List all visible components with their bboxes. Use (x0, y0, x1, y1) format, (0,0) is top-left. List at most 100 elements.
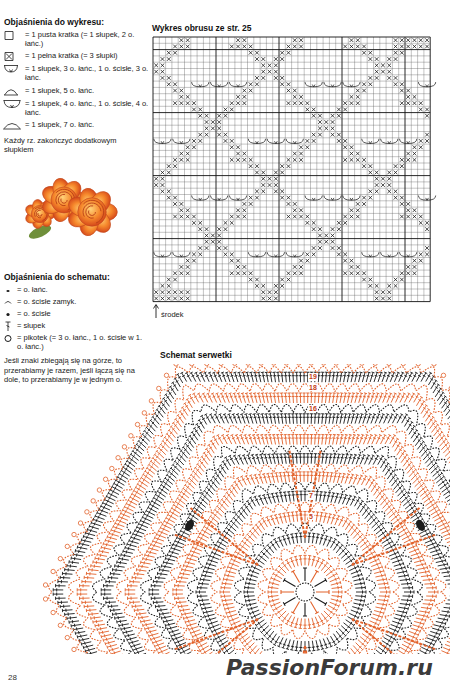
grid-lines (153, 37, 430, 302)
picot-symbol (65, 544, 69, 548)
filled-cell-marks (154, 38, 429, 300)
stitch-row (268, 555, 342, 628)
stitch-row (196, 491, 414, 654)
radial-fans (174, 450, 436, 654)
picot-symbol (72, 532, 76, 536)
rose (65, 186, 117, 237)
legend-item: = 1 słupek, 3 o. łańc., 1 o. ścisłe, 3 o… (3, 64, 149, 82)
legend-text: = 1 słupek, 5 o. łańc. (25, 86, 149, 95)
chain-row (234, 523, 375, 654)
row-number: 5 (308, 513, 314, 521)
symbol-stroke (5, 32, 13, 40)
legend-text: = 1 słupek, 7 o. łańc. (25, 120, 149, 129)
picot-symbol (103, 477, 107, 481)
legend-item: = o. ścisłe zamyk. (3, 297, 147, 306)
chain-row (188, 482, 423, 654)
picot-symbol (91, 499, 95, 503)
center-stitch (291, 602, 299, 614)
picot-symbol (116, 456, 120, 460)
center-stitch (311, 570, 319, 582)
legend-item: = 1 słupek, 4 o. łańc., 1 o. ścisłe, 4 o… (3, 99, 149, 117)
legend-symbol (3, 30, 23, 41)
center-stitch (281, 590, 294, 594)
picot-symbol (190, 364, 194, 366)
picot-symbol (272, 364, 276, 365)
chain-row (93, 404, 450, 654)
rose-fold (36, 210, 41, 218)
center-stitch (315, 578, 327, 586)
picot-symbol (58, 556, 62, 560)
rose-fold (58, 194, 65, 205)
symbol-stroke (4, 66, 18, 73)
arch-marks (154, 82, 436, 257)
center-stitch (315, 598, 327, 606)
rose-fold (83, 203, 101, 217)
symbol-stroke (4, 100, 21, 107)
rose-photo (24, 177, 118, 242)
center-label: środek (161, 310, 241, 319)
chart-title: Wykres obrusu ze str. 25 (152, 23, 437, 33)
center-stitch (303, 603, 307, 616)
picot-symbol (309, 364, 313, 365)
center-stitch (311, 602, 319, 614)
legend-text: = 1 pełna kratka (= 3 słupki) (25, 51, 149, 60)
legend-symbol (3, 99, 23, 110)
popcorn-stitch (183, 518, 196, 532)
symbol-dot (6, 290, 9, 292)
legend-item: = 1 słupek, 5 o. łańc. (3, 86, 149, 95)
edge-scallops (49, 366, 450, 654)
row-number: 16 (308, 405, 318, 413)
center-stitch (303, 568, 307, 581)
rose-core (78, 198, 107, 227)
picot-symbol (43, 583, 47, 587)
legend-symbol (3, 120, 23, 131)
picot-symbol (259, 364, 263, 365)
picot-symbol (416, 364, 420, 366)
picot-symbol (432, 364, 436, 366)
legend-symbol (3, 86, 23, 97)
legend-item: = 1 pełna kratka (= 3 słupki) (3, 51, 149, 60)
symbol-stroke (6, 54, 12, 60)
picot-symbol (78, 521, 82, 525)
picot-symbol (334, 364, 338, 365)
popcorn-stitch (414, 518, 427, 532)
rose-fold (61, 199, 67, 204)
picot-symbol (360, 364, 364, 365)
legend-item: = 1 pusta kratka (= 1 słupek, 2 o. łańc.… (3, 30, 149, 48)
legend-symbol (3, 333, 15, 344)
doily-schematic (43, 364, 450, 654)
row-number: 18 (308, 384, 318, 392)
center-ring (296, 583, 314, 601)
center-stitch (283, 578, 295, 586)
picot-symbol (233, 364, 237, 365)
legend-text: = słupek (17, 321, 147, 330)
page-number: 28 (8, 673, 48, 682)
row-number: 7 (308, 492, 314, 500)
symbol-stroke (4, 89, 18, 94)
picot-symbol (51, 610, 55, 614)
rose-fold (38, 213, 42, 216)
picot-symbol (347, 364, 351, 365)
picot-symbol (65, 635, 69, 639)
picot-symbol (142, 411, 146, 415)
chain-row (69, 384, 450, 654)
picot-symbol (164, 373, 168, 377)
symbol-stroke (6, 322, 11, 331)
picot-symbol (72, 647, 76, 651)
grid-lines-bold (153, 37, 430, 302)
legend-symbol (3, 309, 15, 320)
note: Jeśli znaki zbiegają się na górze, to pr… (4, 356, 138, 384)
stitch-row (244, 533, 366, 651)
legend-item: = o. ścisłe (3, 309, 147, 318)
center-stitch (283, 598, 295, 606)
symbol-stroke (4, 123, 21, 129)
legend-heading: Objaśnienia do schematu: (4, 272, 154, 282)
legend-text: = o. łańc. (17, 285, 147, 294)
table-chart (153, 37, 436, 302)
picot-symbol (58, 623, 62, 627)
chain-row (211, 502, 399, 654)
note: Każdy rz. zakończyć dodatkowym słupkiem (4, 136, 144, 155)
picot-symbol (129, 434, 133, 438)
stitch-row (101, 414, 450, 654)
